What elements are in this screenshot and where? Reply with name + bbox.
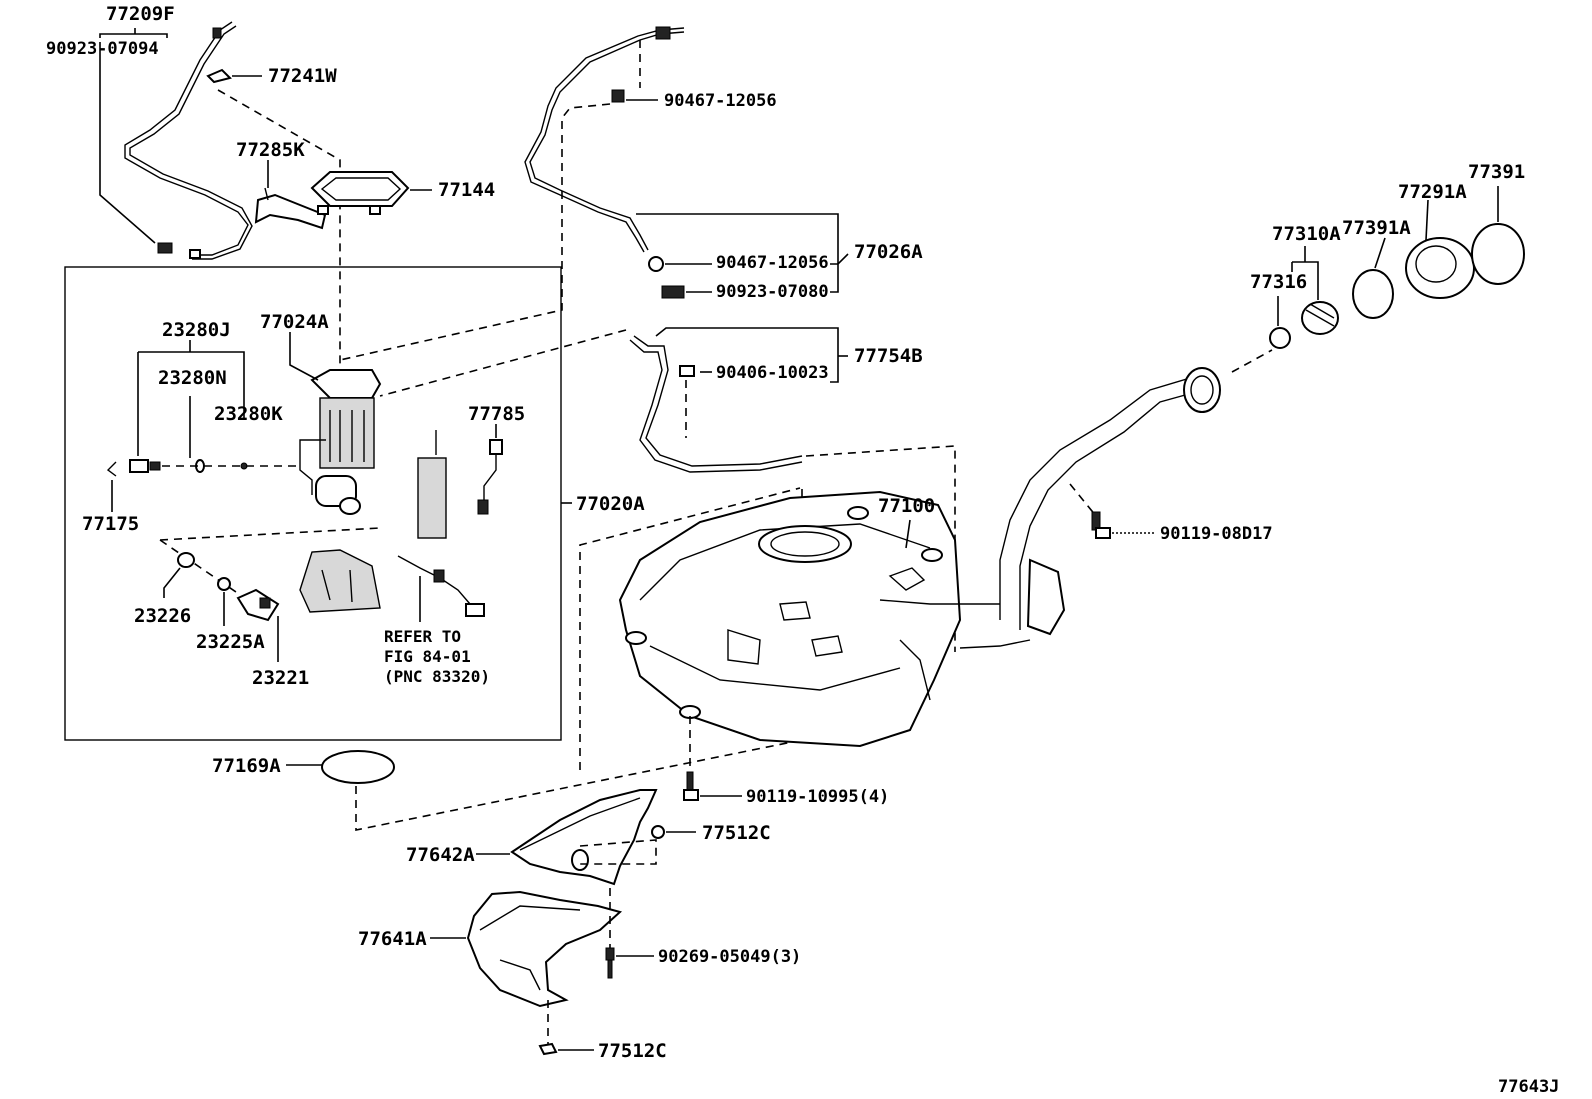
fuel-sender-77785	[417, 430, 503, 539]
note-line-3: (PNC 83320)	[384, 667, 490, 686]
fuel-tube-77026A	[524, 26, 685, 253]
retainer-ring-77144	[310, 171, 410, 215]
label-77754B: 77754B	[854, 345, 923, 367]
regulator-23221	[236, 588, 280, 622]
protector-77641A	[466, 890, 623, 1008]
label-77512C-mid: 77512C	[702, 822, 771, 844]
label-23280N: 23280N	[158, 367, 227, 389]
label-23280K: 23280K	[214, 403, 283, 425]
label-77024A: 77024A	[260, 311, 329, 333]
label-77641A: 77641A	[358, 928, 427, 950]
label-23225A: 23225A	[196, 631, 265, 653]
clip-90467-12056-top	[611, 89, 625, 103]
label-23221: 23221	[252, 667, 309, 689]
label-90467-12056-mid: 90467-12056	[716, 253, 829, 273]
label-77241W: 77241W	[268, 65, 337, 87]
pump-bracket	[299, 549, 381, 613]
gasket-77169A	[321, 750, 395, 784]
label-90923-07094: 90923-07094	[46, 39, 159, 59]
label-23226: 23226	[134, 605, 191, 627]
label-77209F: 77209F	[106, 3, 175, 25]
label-77020A: 77020A	[576, 493, 645, 515]
fuel-tank-77100	[618, 490, 1000, 748]
oring-23226	[177, 552, 195, 568]
label-77391A: 77391A	[1342, 217, 1411, 239]
cap-77310A	[1301, 301, 1339, 335]
gasket-77316	[1269, 327, 1291, 349]
diagram-id: 77643J	[1498, 1077, 1559, 1097]
note-line-2: FIG 84-01	[384, 647, 471, 666]
label-77169A: 77169A	[212, 755, 281, 777]
label-77291A: 77291A	[1398, 181, 1467, 203]
label-77642A: 77642A	[406, 844, 475, 866]
seal-77391	[1471, 223, 1525, 285]
label-77391: 77391	[1468, 161, 1525, 183]
label-90119-08D17: 90119-08D17	[1160, 524, 1273, 544]
label-77785: 77785	[468, 403, 525, 425]
label-90269-05049: 90269-05049(3)	[658, 947, 801, 967]
leader-90923-07094	[99, 42, 156, 244]
label-23280J: 23280J	[162, 319, 231, 341]
label-77175: 77175	[82, 513, 139, 535]
clamp-90406-10023	[679, 365, 695, 377]
seal-23225A	[217, 577, 231, 591]
note-line-1: REFER TO	[384, 627, 461, 646]
label-77144: 77144	[438, 179, 495, 201]
hose-77754B	[629, 335, 803, 473]
clip-90467-12056-mid	[648, 256, 664, 272]
seal-77391A	[1352, 269, 1394, 319]
label-77285K: 77285K	[236, 139, 305, 161]
label-90119-10995: 90119-10995(4)	[746, 787, 889, 807]
label-77026A: 77026A	[854, 241, 923, 263]
filler-pipe	[959, 367, 1221, 649]
protector-77642A	[510, 789, 658, 886]
clip-77175	[106, 461, 117, 477]
filter-23280J	[129, 459, 149, 473]
label-90467-12056-top: 90467-12056	[664, 91, 777, 111]
label-77310A: 77310A	[1272, 223, 1341, 245]
cap-ring-77291A	[1405, 237, 1475, 299]
label-77316: 77316	[1250, 271, 1307, 293]
fuel-level-gauge-ref	[397, 555, 485, 617]
label-90406-10023: 90406-10023	[716, 363, 829, 383]
label-77512C-bottom: 77512C	[598, 1040, 667, 1062]
fuel-pump-module-77024A	[299, 369, 382, 515]
clip-77512C-mid	[651, 825, 665, 839]
bolt-90269-05049	[605, 947, 615, 979]
vapor-tube-77209F	[124, 21, 253, 260]
label-77100: 77100	[878, 495, 935, 517]
hose-90923-07080	[661, 285, 685, 299]
clip-77512C-bottom	[538, 1042, 558, 1056]
label-90923-07080: 90923-07080	[716, 282, 829, 302]
bolt-90119-08D17	[1091, 511, 1111, 539]
clamp-77241W	[206, 68, 232, 84]
bolt-90119-10995	[683, 771, 699, 801]
bracket-77285K	[254, 187, 327, 230]
